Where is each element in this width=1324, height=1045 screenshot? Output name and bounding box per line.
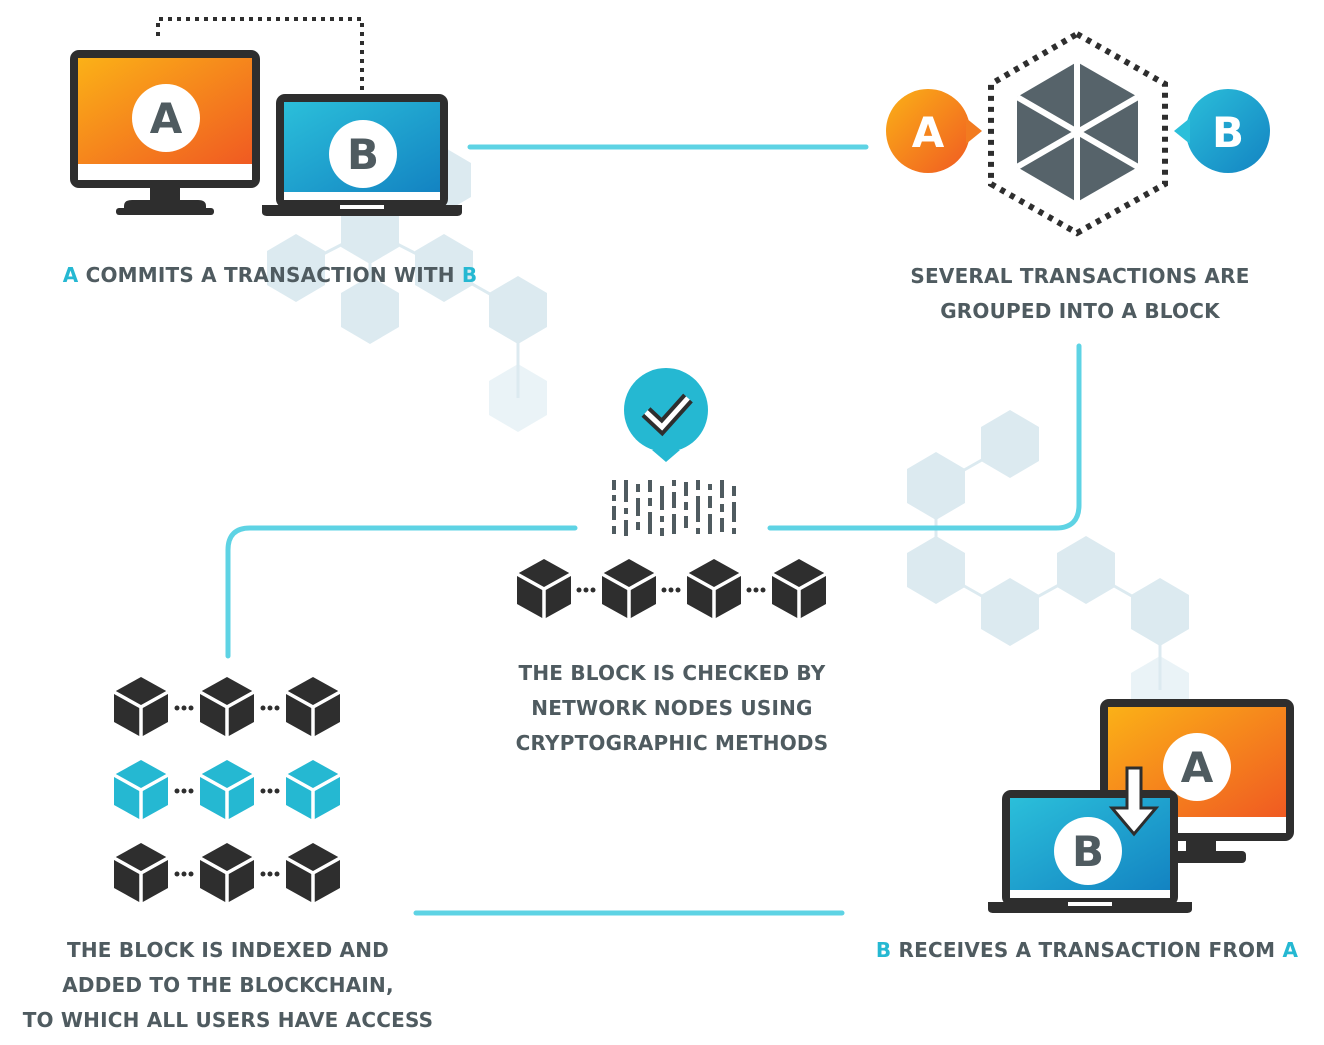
- cube-icon: [284, 675, 342, 739]
- cube-icon: [198, 758, 256, 822]
- receive-caption: B RECEIVES A TRANSACTION FROM A: [850, 933, 1324, 968]
- group-caption-line-2: GROUPED INTO A BLOCK: [940, 299, 1220, 323]
- cube-icon: [600, 557, 658, 621]
- background-hex-network: [267, 146, 1189, 724]
- group-bubble-right-label: B: [1212, 108, 1244, 157]
- party-a-badge: [1163, 733, 1231, 801]
- party-a-label: A: [1282, 938, 1299, 962]
- cube-icon: [198, 841, 256, 905]
- party-b-badge: [329, 120, 397, 188]
- party-a-label: A: [62, 263, 79, 287]
- index-caption-line-1: THE BLOCK IS INDEXED AND: [67, 938, 389, 962]
- laptop-badge-label: B: [347, 130, 379, 179]
- hexagon-block-icon: [988, 30, 1168, 237]
- cube-icon: [515, 557, 573, 621]
- cube-icon: [112, 758, 170, 822]
- party-b-badge: [1054, 817, 1122, 885]
- group-caption-line-1: SEVERAL TRANSACTIONS ARE: [910, 264, 1250, 288]
- commit-caption-text: COMMITS A TRANSACTION WITH: [85, 263, 455, 287]
- checkmark-badge-icon: [624, 368, 708, 462]
- connector-check-to-index: [225, 525, 578, 659]
- party-b-label: B: [461, 263, 478, 287]
- blockchain-grid: [112, 675, 342, 905]
- party-b-label: B: [875, 938, 892, 962]
- hash-code-icon: [612, 480, 736, 536]
- cube-icon: [284, 758, 342, 822]
- desktop-badge-label: A: [150, 94, 183, 143]
- cube-icon: [284, 841, 342, 905]
- party-a-bubble-icon: [886, 89, 982, 173]
- down-arrow-icon: [1108, 766, 1160, 837]
- index-caption-line-2: ADDED TO THE BLOCKCHAIN,: [62, 973, 394, 997]
- receive-desktop-badge-label: A: [1181, 743, 1214, 792]
- receive-caption-text: RECEIVES A TRANSACTION FROM: [898, 938, 1276, 962]
- index-caption-line-3: TO WHICH ALL USERS HAVE ACCESS: [22, 1008, 434, 1032]
- commit-caption: A COMMITS A TRANSACTION WITH B: [40, 258, 500, 293]
- receive-laptop-badge-label: B: [1072, 827, 1104, 876]
- cube-icon: [685, 557, 743, 621]
- dotted-link-icon: [156, 17, 364, 92]
- check-caption-line-3: CRYPTOGRAPHIC METHODS: [515, 731, 829, 755]
- check-caption-line-2: NETWORK NODES USING: [531, 696, 813, 720]
- connector-group-to-check: [767, 343, 1082, 531]
- check-caption-line-1: THE BLOCK IS CHECKED BY: [518, 661, 826, 685]
- cube-icon: [770, 557, 828, 621]
- cube-icon: [112, 841, 170, 905]
- verify-chain: [515, 557, 828, 621]
- cube-icon: [198, 675, 256, 739]
- check-caption: THE BLOCK IS CHECKED BY NETWORK NODES US…: [462, 656, 882, 761]
- party-b-bubble-icon: [1174, 89, 1270, 173]
- index-caption: THE BLOCK IS INDEXED AND ADDED TO THE BL…: [0, 933, 456, 1038]
- cube-icon: [112, 675, 170, 739]
- group-caption: SEVERAL TRANSACTIONS ARE GROUPED INTO A …: [870, 259, 1290, 329]
- group-bubble-left-label: A: [912, 108, 945, 157]
- flow-connectors: [225, 144, 1082, 916]
- party-a-badge: [132, 84, 200, 152]
